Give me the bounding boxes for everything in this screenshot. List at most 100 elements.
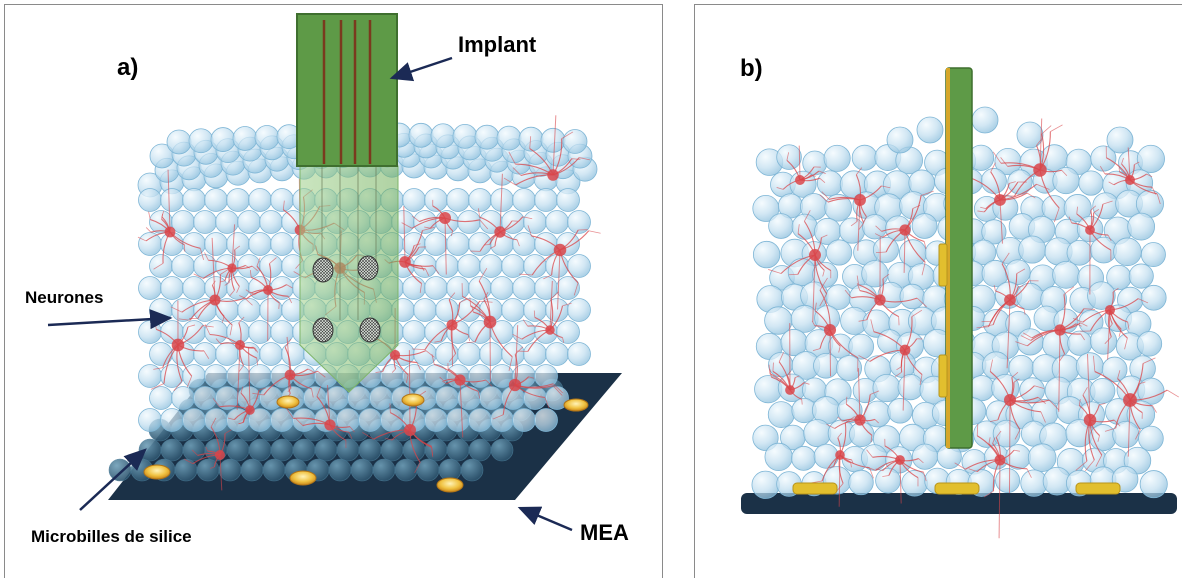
neuron-icon [461,267,513,382]
bead-icon [1087,281,1116,310]
bead-icon [980,168,1007,194]
bead-icon [446,276,470,300]
bead-icon [1136,331,1163,357]
bead-icon [562,129,588,154]
neuron-icon [1072,287,1149,360]
bead-icon [394,458,418,482]
bead-icon [1041,195,1067,221]
bead-icon [446,188,470,212]
implant-label: Implant [458,32,537,57]
bead-icon [358,408,382,432]
panel-b-label: b) [740,55,763,82]
recording-site-icon [359,317,381,343]
bead-icon [567,298,591,322]
bead-icon [861,260,889,288]
neuron-icon [204,316,259,410]
arrow-icon [517,506,573,532]
bead-icon [182,188,206,212]
bead-icon [468,438,492,462]
bead-icon [328,458,352,482]
bead-icon [210,127,236,152]
bead-icon [457,210,481,234]
mea-electrodes-side [792,482,1121,495]
bead-icon [556,320,580,344]
bead-icon [764,306,793,335]
bead-icon [435,386,459,410]
bead-icon [1016,282,1044,311]
bead-icon [237,210,261,234]
bead-icon [545,342,569,366]
bead-icon [468,408,492,432]
bead-icon [193,210,217,234]
neuron-icon [503,115,590,186]
neuron-layer-side [768,118,1179,539]
electrode-icon [401,393,425,407]
bead-icon [901,469,928,497]
bead-icon [490,438,514,462]
neuron-icon [768,210,832,322]
bead-icon [1139,470,1168,499]
bead-icon [479,386,503,410]
bead-icon [254,125,280,150]
bead-icon [767,401,795,428]
neuron-icon [470,173,533,252]
bead-icon [887,398,913,424]
electrode-icon [289,470,317,486]
bead-icon [1101,356,1128,383]
bead-icon [1138,425,1164,452]
bead-icon [1126,400,1156,429]
bead-icon [138,438,162,462]
bead-icon [446,232,470,256]
recording-site-icon [312,317,334,343]
panel-a-label: a) [117,54,139,81]
neuron-icon [1099,146,1161,205]
bead-icon [768,213,794,239]
bead-icon [248,438,272,462]
bead-icon [1092,192,1120,220]
neuron-icon [212,347,266,425]
bead-icon [240,458,264,482]
neuron-icon [874,190,934,276]
bead-icon [752,424,779,451]
bead-icon [292,408,316,432]
bead-icon [270,438,294,462]
bead-icon [149,254,173,278]
bead-icon [193,342,217,366]
bead-icon [292,438,316,462]
bead-icon [523,210,547,234]
bead-icon [823,144,851,172]
mea-label: MEA [580,520,629,545]
bead-icon [232,126,258,151]
bead-icon [402,320,426,344]
arrow-icon [79,448,147,511]
bead-icon [995,468,1021,494]
bead-icon [336,438,360,462]
bead-icon [149,386,173,410]
bead-icon [204,232,228,256]
bead-icon [372,458,396,482]
bead-icon [1106,126,1134,154]
bead-icon [872,373,901,403]
implant-shank [299,165,399,393]
bead-icon [262,458,286,482]
bead-icon [430,123,456,149]
neuron-icon [170,237,253,336]
electrode-icon [436,477,464,493]
bead-icon [790,304,819,333]
bead-icon [1140,242,1166,268]
bead-icon [897,374,924,401]
bead-icon [545,298,569,322]
bead-icon [791,445,817,471]
bead-icon [380,408,404,432]
bead-icon [490,276,514,300]
bead-icon [1089,378,1116,404]
bead-icon [108,458,132,482]
bead-icon [402,364,426,388]
neuron-icon [968,162,1050,244]
bead-icon [1018,235,1047,264]
bead-icon [314,438,338,462]
bead-icon [259,210,283,234]
bead-icon [848,469,874,496]
neuron-icon [858,309,923,411]
